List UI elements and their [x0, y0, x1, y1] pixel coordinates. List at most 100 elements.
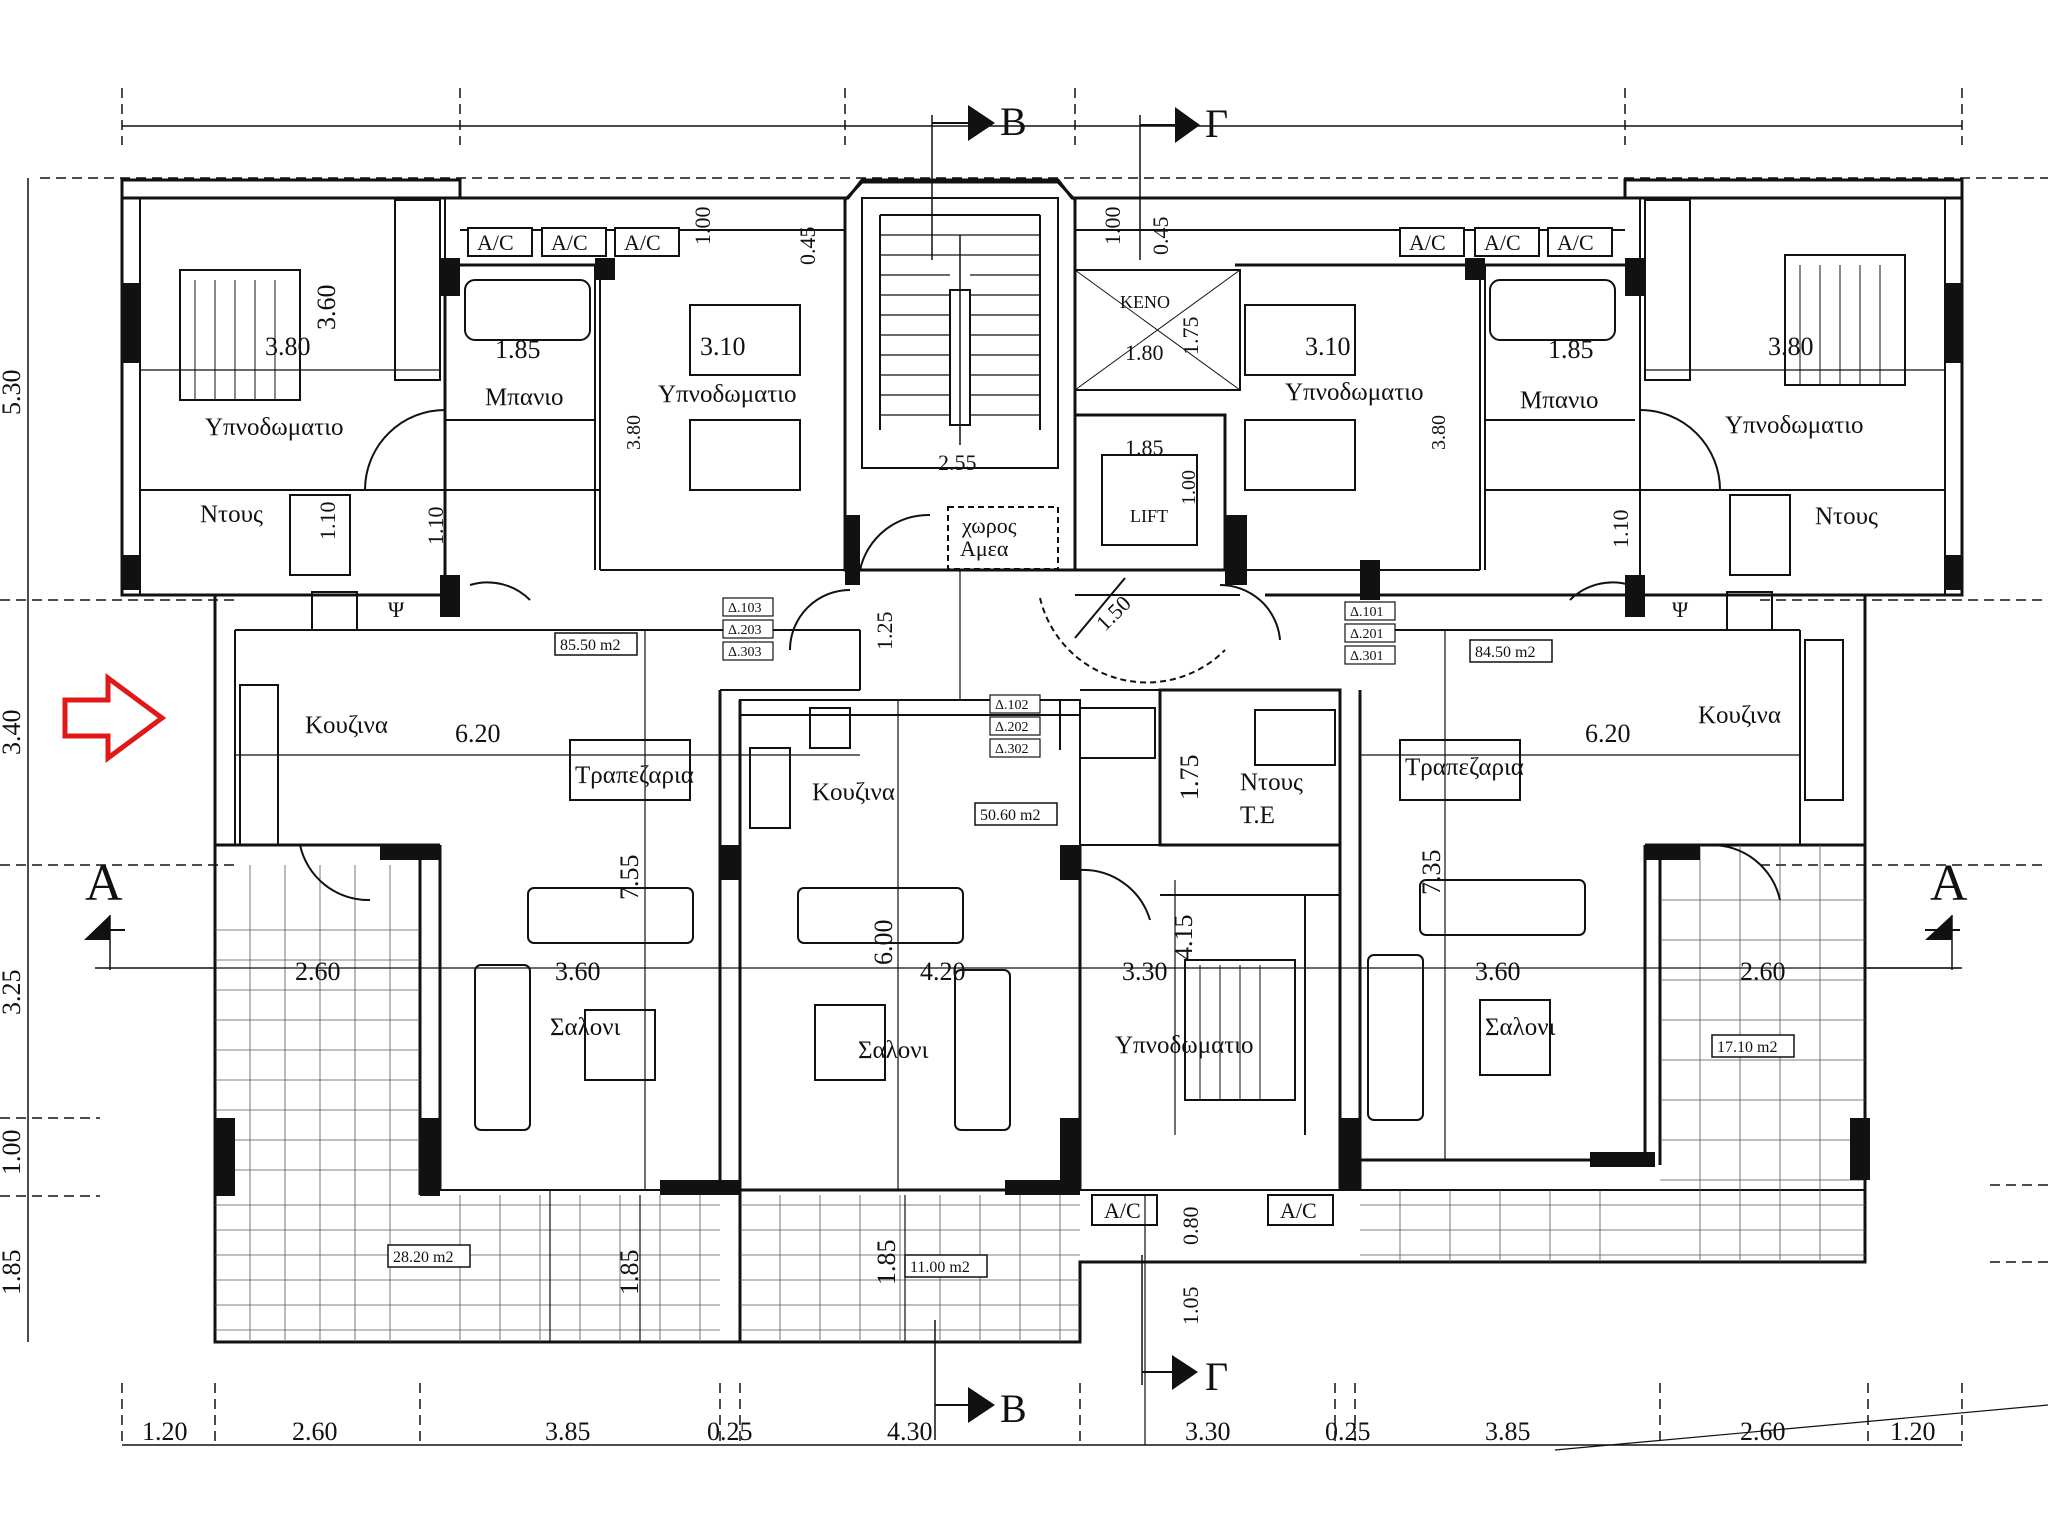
ac-label: A/C	[1409, 230, 1446, 255]
dim-inner: 0.80	[1178, 1207, 1203, 1246]
laundry-symbol-right: Ψ	[1672, 597, 1689, 622]
dim-inner: 3.80	[623, 415, 645, 450]
area-left-veranda: 28.20 m2	[393, 1249, 453, 1266]
room-label-kitchen: Κουζινα	[1698, 702, 1781, 729]
dim-inner: 1.10	[1608, 510, 1633, 549]
laundry-symbol-left: Ψ	[388, 597, 405, 622]
dim-inner: 3.30	[1122, 957, 1168, 986]
ac-label: A/C	[624, 230, 661, 255]
dim-left: 3.40	[0, 710, 26, 756]
room-label-dining: Τραπεζαρια	[575, 762, 694, 789]
ac-label: A/C	[1280, 1198, 1317, 1223]
room-label-wc-shower: Ντους	[1240, 769, 1303, 796]
dim-bottom: 1.20	[1890, 1417, 1936, 1446]
dim-inner: 1.85	[495, 335, 541, 364]
ac-label: A/C	[1484, 230, 1521, 255]
dim-inner: 0.45	[1148, 217, 1173, 256]
dim-inner: 1.75	[1178, 317, 1203, 356]
dim-inner: 1.00	[1178, 470, 1200, 505]
dim-inner: 0.45	[795, 227, 820, 266]
room-label-living: Σαλονι	[550, 1014, 621, 1041]
ac-label: A/C	[1557, 230, 1594, 255]
flat-code: Δ.301	[1350, 649, 1384, 664]
room-label-living: Σαλονι	[858, 1037, 929, 1064]
flat-code: Δ.201	[1350, 627, 1384, 642]
flat-code: Δ.102	[995, 698, 1029, 713]
room-label-kitchen: Κουζινα	[812, 779, 895, 806]
ac-label: A/C	[1104, 1198, 1141, 1223]
dim-inner: 7.35	[1417, 850, 1446, 896]
room-label-bathroom: Μπανιο	[485, 384, 563, 411]
section-arrow-icon	[968, 105, 995, 141]
dim-bottom: 0.25	[1325, 1417, 1371, 1446]
dim-left: 1.85	[0, 1250, 26, 1296]
section-label-g-bottom: Γ	[1205, 1354, 1228, 1399]
area-right-flat: 84.50 m2	[1475, 644, 1535, 661]
dim-bottom: 2.60	[1740, 1417, 1786, 1446]
flat-code: Δ.203	[728, 623, 762, 638]
dim-inner: 1.10	[423, 507, 448, 546]
dim-inner: 4.20	[920, 957, 966, 986]
room-label-bedroom: Υπνοδωματιο	[1285, 379, 1424, 406]
room-label-lift: LIFT	[1130, 506, 1168, 526]
dim-bottom: 0.25	[707, 1417, 753, 1446]
area-right-veranda: 17.10 m2	[1717, 1039, 1777, 1056]
dim-inner: 1.80	[1125, 340, 1164, 365]
room-label-shower: Ντους	[1815, 503, 1878, 530]
dim-inner: 6.20	[455, 719, 501, 748]
dim-inner: 3.10	[1305, 332, 1351, 361]
room-label-bedroom: Υπνοδωματιο	[1115, 1032, 1254, 1059]
section-label-a-right: A	[1930, 855, 1968, 912]
room-label-wc: Τ.Ε	[1240, 802, 1275, 829]
dim-inner: 1.00	[1100, 207, 1125, 246]
dim-inner: 1.85	[1548, 335, 1594, 364]
room-label-bathroom: Μπανιο	[1520, 387, 1598, 414]
room-label-disabled-2: Αμεα	[960, 536, 1009, 561]
dim-inner: 3.10	[700, 332, 746, 361]
dim-inner: 6.20	[1585, 719, 1631, 748]
section-label-a-left: A	[85, 855, 123, 912]
flat-code: Δ.103	[728, 601, 762, 616]
dim-inner: 3.60	[312, 285, 341, 331]
area-middle-flat: 50.60 m2	[980, 807, 1040, 824]
flat-code: Δ.101	[1350, 605, 1384, 620]
room-label-dining: Τραπεζαρια	[1405, 754, 1524, 781]
dim-bottom: 3.30	[1185, 1417, 1231, 1446]
flat-code: Δ.302	[995, 742, 1029, 757]
dim-bottom: 1.20	[142, 1417, 188, 1446]
flat-code: Δ.202	[995, 720, 1029, 735]
dim-inner: 6.00	[869, 920, 898, 966]
dim-bottom: 3.85	[1485, 1417, 1531, 1446]
room-label-bedroom: Υπνοδωματιο	[658, 381, 797, 408]
section-label-b-top: B	[1000, 99, 1027, 144]
room-label-disabled-1: χωρος	[961, 513, 1017, 538]
dim-inner: 2.60	[295, 957, 341, 986]
dim-bottom: 3.85	[545, 1417, 591, 1446]
area-middle-veranda: 11.00 m2	[910, 1259, 970, 1276]
dim-inner: 2.55	[938, 450, 977, 475]
dim-inner: 1.85	[872, 1240, 901, 1286]
section-label-b-bottom: B	[1000, 1386, 1027, 1431]
dim-left: 5.30	[0, 370, 26, 416]
room-label-kitchen: Κουζινα	[305, 712, 388, 739]
dim-inner: 2.60	[1740, 957, 1786, 986]
dim-inner: 1.25	[872, 612, 897, 651]
ac-label: A/C	[551, 230, 588, 255]
dim-left: 1.00	[0, 1130, 26, 1176]
section-label-g-top: Γ	[1205, 101, 1228, 146]
dim-inner: 3.60	[555, 957, 601, 986]
dim-left: 3.25	[0, 970, 26, 1016]
area-left-flat: 85.50 m2	[560, 637, 620, 654]
ac-label: A/C	[477, 230, 514, 255]
dim-inner: 3.80	[1428, 415, 1450, 450]
dim-inner: 1.50	[1091, 591, 1136, 636]
dim-inner: 1.10	[315, 502, 340, 541]
dim-inner: 1.85	[615, 1250, 644, 1296]
entrance-arrow-icon	[62, 673, 167, 763]
dim-inner: 1.00	[690, 207, 715, 246]
flat-code: Δ.303	[728, 645, 762, 660]
dim-inner: 1.05	[1178, 1287, 1203, 1326]
room-label-shower: Ντους	[200, 501, 263, 528]
dim-inner: 1.85	[1125, 435, 1164, 460]
